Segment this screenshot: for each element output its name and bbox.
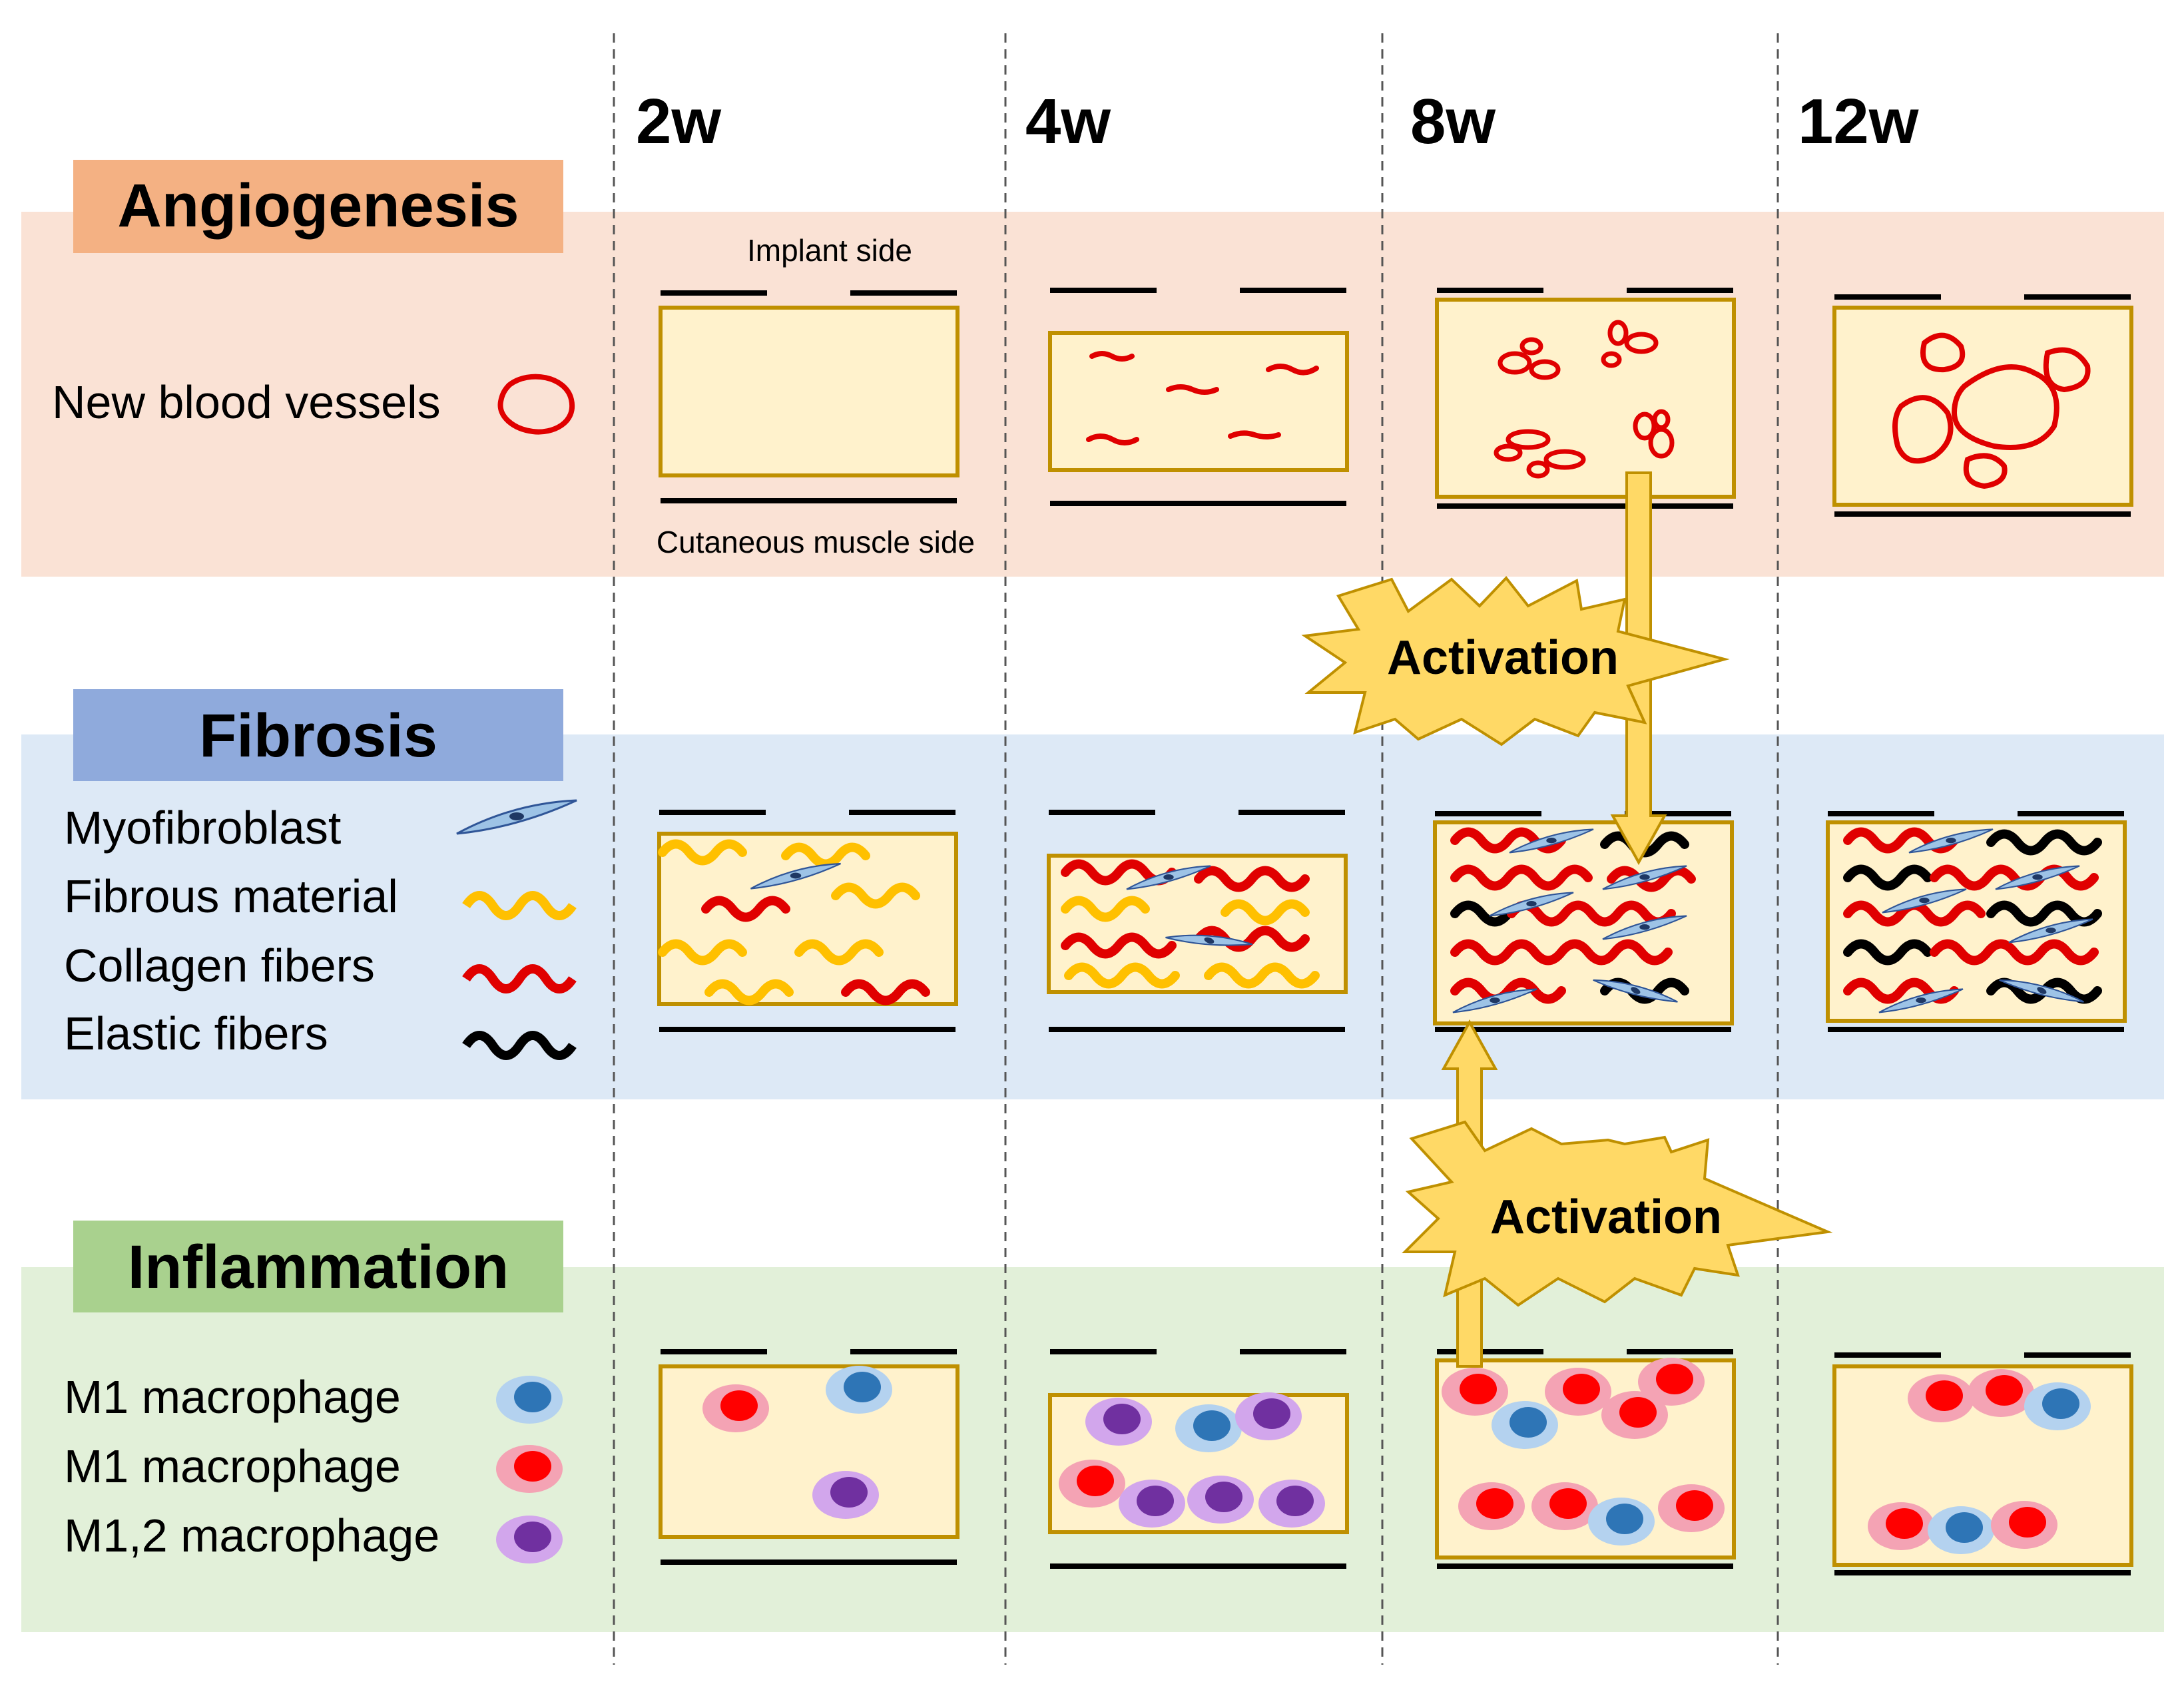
fibrosis-panel-12w — [1826, 811, 2127, 1032]
fibrosis-title-box — [73, 689, 563, 781]
fibrous-material-icon — [462, 891, 577, 920]
angiogenesis-title: Angiogenesis — [117, 172, 519, 240]
m1-blue-macrophage-icon — [496, 1376, 563, 1424]
elastic-fiber-icon — [462, 1031, 577, 1060]
legend-label-m1-macrophage-blue: M1 macrophage — [64, 1371, 401, 1423]
column-header-4w: 4w — [1025, 86, 1111, 157]
short-vessels — [1086, 351, 1319, 445]
inflammation-legend: M1 macrophage M1 macrophage M1,2 macroph… — [64, 1371, 563, 1563]
large-vessels — [1892, 332, 2091, 489]
blood-vessel-icon — [497, 374, 575, 435]
activation-label-bottom: Activation — [1490, 1191, 1722, 1244]
legend-label-new-blood-vessels: New blood vessels — [52, 376, 441, 428]
angiogenesis-panel-12w — [1832, 294, 2133, 517]
inflammation-panel-12w — [1832, 1352, 2133, 1575]
angiogenesis-panel-8w — [1435, 288, 1736, 509]
legend-label-m12-macrophage: M1,2 macrophage — [64, 1510, 439, 1561]
legend-label-collagen-fibers: Collagen fibers — [64, 940, 375, 991]
inflammation-title: Inflammation — [128, 1233, 509, 1301]
m1-red-macrophage-icon — [496, 1445, 563, 1493]
inflammation-panel-4w — [1048, 1349, 1349, 1569]
column-header-8w: 8w — [1410, 86, 1496, 157]
activation-starburst-top: Activation — [1301, 575, 1730, 746]
inflammation-panel-8w — [1435, 1349, 1736, 1569]
legend-label-myofibroblast: Myofibroblast — [64, 802, 341, 854]
angiogenesis-title-box — [73, 160, 563, 253]
angiogenesis-panel-4w — [1048, 288, 1349, 506]
fibrosis-panel-2w — [657, 810, 958, 1032]
muscle-side-label: Cutaneous muscle side — [657, 525, 975, 559]
legend-label-fibrous-material: Fibrous material — [64, 870, 398, 922]
m12-macrophage-icon — [496, 1516, 563, 1563]
activation-label-top: Activation — [1387, 631, 1619, 685]
legend-label-elastic-fibers: Elastic fibers — [64, 1007, 328, 1059]
column-header-12w: 12w — [1798, 86, 1919, 157]
angiogenesis-panel-2w — [659, 290, 959, 503]
inflammation-title-box — [73, 1221, 563, 1312]
column-headers: 2w 4w 8w 12w — [636, 86, 1919, 157]
column-header-2w: 2w — [636, 86, 721, 157]
column-dividers — [613, 33, 1779, 1665]
implant-side-label: Implant side — [747, 233, 912, 268]
fibrosis-panel-8w — [1433, 811, 1734, 1032]
small-vessels — [1494, 320, 1675, 479]
inflammation-panel-2w — [659, 1349, 959, 1565]
collagen-fiber-icon — [462, 964, 577, 993]
angiogenesis-legend: New blood vessels — [52, 374, 575, 435]
legend-label-m1-macrophage-red: M1 macrophage — [64, 1440, 401, 1492]
fibrosis-legend: Myofibroblast Fibrous material Collagen … — [64, 799, 578, 1060]
activation-starburst-bottom: Activation — [1402, 1120, 1833, 1307]
fibrosis-title: Fibrosis — [199, 702, 437, 770]
fibrosis-panel-4w — [1047, 810, 1348, 1032]
